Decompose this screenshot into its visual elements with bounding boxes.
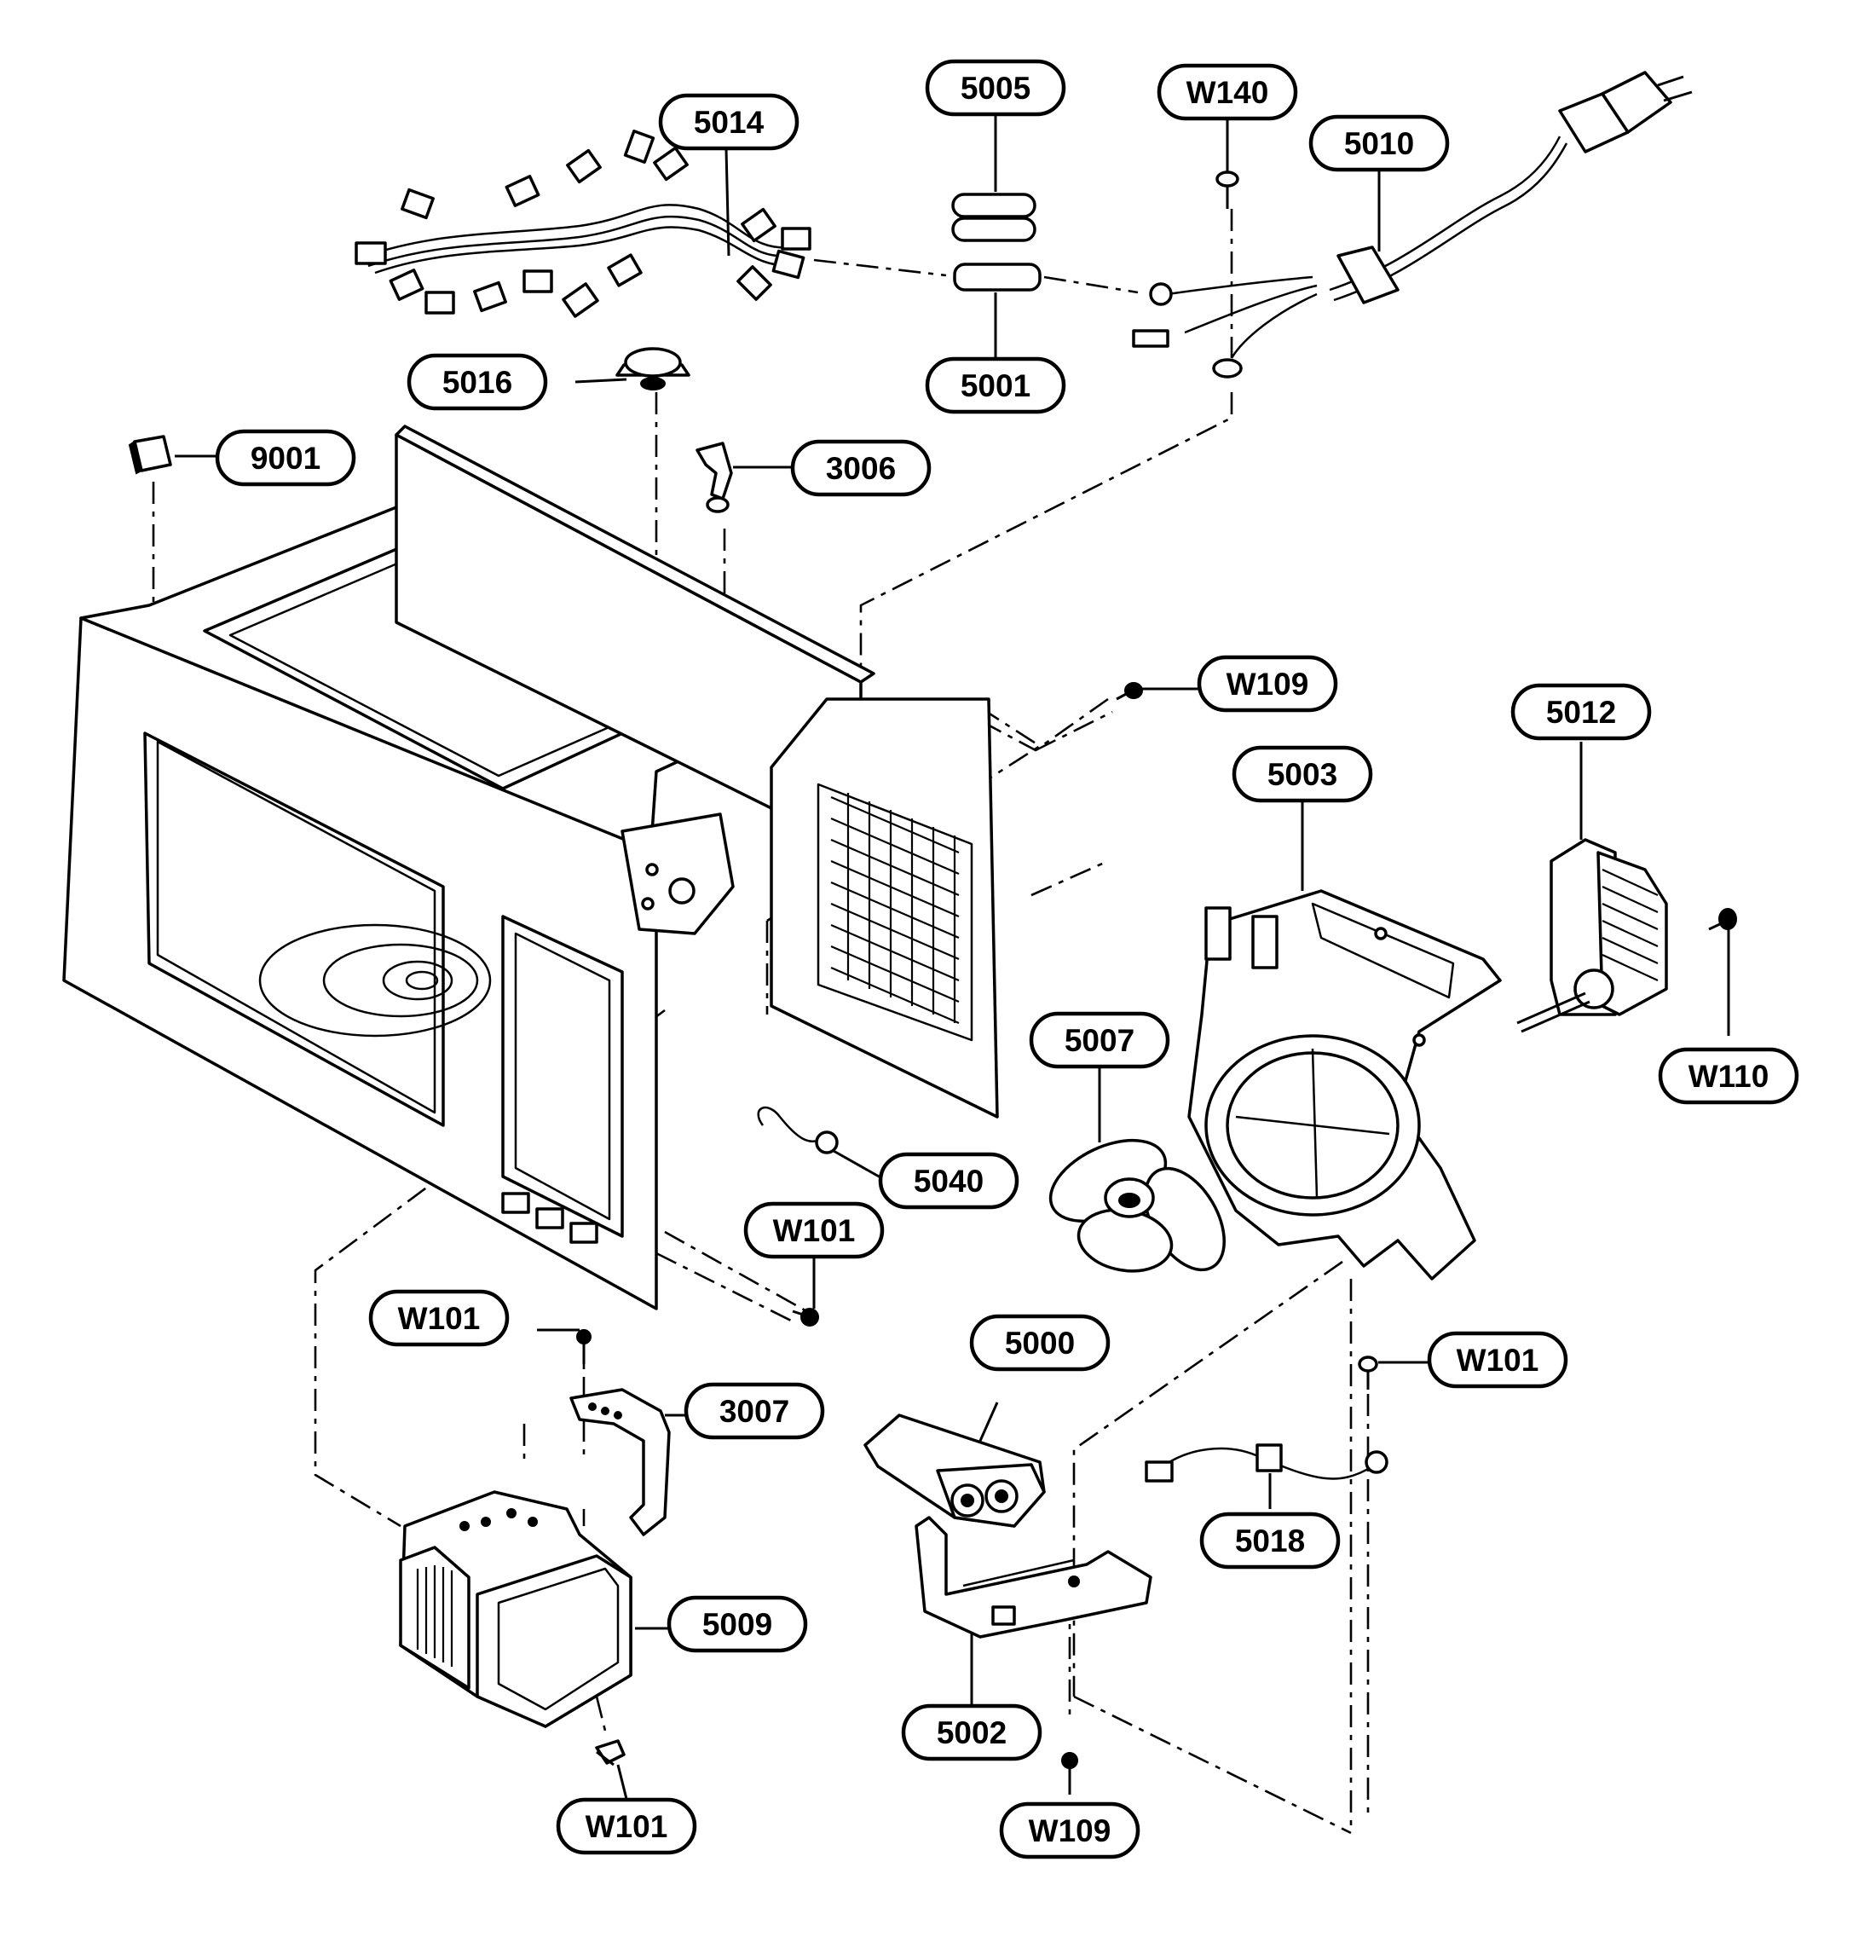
screw-w110	[1708, 908, 1737, 1036]
callout-oval	[556, 1797, 697, 1855]
callout-oval	[368, 1289, 510, 1347]
fuse-clips-5005	[951, 94, 1036, 242]
thermostat-5016	[615, 347, 690, 390]
callout-oval	[925, 59, 1066, 117]
callout-label: 5040	[914, 1164, 984, 1199]
callout-label: W101	[1457, 1343, 1539, 1378]
callout-label: 5009	[702, 1607, 772, 1642]
callout-oval	[1029, 1011, 1170, 1069]
callout-oval	[1199, 1512, 1341, 1570]
callout-label: 3006	[826, 451, 896, 486]
callout-label: W101	[398, 1301, 481, 1336]
callout-5016: 5016	[407, 353, 548, 411]
callout-oval	[215, 429, 356, 487]
callout-oval	[1510, 683, 1652, 741]
callout-5018: 5018	[1199, 1512, 1341, 1570]
callout-5014: 5014	[658, 93, 799, 151]
capacitor-5000	[863, 1402, 1046, 1528]
callout-oval	[878, 1152, 1019, 1210]
callout-oval	[901, 1703, 1042, 1761]
callout-label: 3007	[719, 1394, 789, 1429]
callout-9001: 9001	[215, 429, 356, 487]
callout-label: W101	[586, 1809, 668, 1844]
callout-5012: 5012	[1510, 683, 1652, 741]
callout-label: 5007	[1065, 1023, 1134, 1058]
callout-label: 5014	[694, 105, 765, 140]
callout-oval	[407, 353, 548, 411]
callout-3007: 3007	[684, 1382, 825, 1440]
callout-label: 5002	[937, 1715, 1007, 1750]
callout-5040: 5040	[878, 1152, 1019, 1210]
callout-label: W109	[1029, 1813, 1111, 1848]
callout-oval	[743, 1201, 885, 1259]
screw-w140	[1215, 115, 1239, 209]
callout-label: W110	[1688, 1059, 1769, 1094]
screw-w101-bottom	[595, 1739, 628, 1800]
callout-5000: 5000	[969, 1314, 1111, 1372]
screw-w101-cavity	[792, 1308, 819, 1327]
callout-5003: 5003	[1232, 745, 1373, 803]
magnetron-5009	[399, 1490, 669, 1728]
callout-w101c: W101	[1427, 1331, 1568, 1389]
latch-bracket-3006	[696, 442, 733, 513]
callout-5010: 5010	[1308, 114, 1450, 172]
callout-oval	[684, 1382, 825, 1440]
callout-5005: 5005	[925, 59, 1066, 117]
callout-w101a: W101	[743, 1201, 885, 1259]
spring-5040	[757, 1107, 839, 1154]
callout-oval	[1197, 655, 1338, 713]
fan-duct-5003	[1187, 889, 1502, 1281]
callout-w110: W110	[1658, 1047, 1799, 1105]
callout-label: 5001	[961, 368, 1030, 403]
callout-oval	[1232, 745, 1373, 803]
power-cord-5010	[1132, 71, 1693, 379]
callout-label: 5010	[1344, 126, 1414, 161]
callout-label: 9001	[251, 441, 320, 476]
screw-w109-top	[1116, 682, 1143, 701]
fan-motor-5012	[1516, 838, 1668, 1033]
oven-cavity	[62, 425, 999, 1310]
capacitor-bracket-5002	[915, 1516, 1152, 1714]
callout-label: 5016	[442, 365, 512, 400]
callout-oval	[1427, 1331, 1568, 1389]
ground-wire-5018	[1145, 1443, 1388, 1509]
callout-label: W101	[773, 1213, 856, 1248]
callout-5009: 5009	[667, 1595, 808, 1653]
callout-label: W109	[1227, 667, 1309, 702]
callout-oval	[667, 1595, 808, 1653]
callout-5007: 5007	[1029, 1011, 1170, 1069]
callout-oval	[1308, 114, 1450, 172]
callout-oval	[1658, 1047, 1799, 1105]
callout-oval	[1157, 63, 1298, 121]
callout-w101d: W101	[556, 1797, 697, 1855]
callout-w109b: W109	[999, 1801, 1140, 1859]
callout-w109a: W109	[1197, 655, 1338, 713]
callout-oval	[658, 93, 799, 151]
callout-label: 5018	[1235, 1523, 1305, 1558]
callout-label: 5000	[1005, 1326, 1075, 1361]
callout-w140: W140	[1157, 63, 1298, 121]
magnetron-bracket-3007	[569, 1329, 671, 1536]
callout-5002: 5002	[901, 1703, 1042, 1761]
callout-label: 5012	[1546, 695, 1616, 730]
wire-harness-5014	[355, 130, 811, 318]
callout-label: 5003	[1267, 757, 1337, 792]
callout-w101b: W101	[368, 1289, 510, 1347]
callout-oval	[969, 1314, 1111, 1372]
screw-w109-bottom	[1061, 1752, 1078, 1795]
callout-oval	[790, 439, 932, 497]
callout-label: W140	[1186, 75, 1269, 110]
part-9001	[128, 435, 172, 475]
callout-5001: 5001	[925, 356, 1066, 414]
callout-label: 5005	[961, 71, 1030, 106]
callout-oval	[999, 1801, 1140, 1859]
callout-3006: 3006	[790, 439, 932, 497]
fan-blade-5007	[1048, 1138, 1227, 1273]
callout-oval	[925, 356, 1066, 414]
fuse-5001	[953, 263, 1042, 358]
callout-leaders	[175, 148, 1583, 1417]
